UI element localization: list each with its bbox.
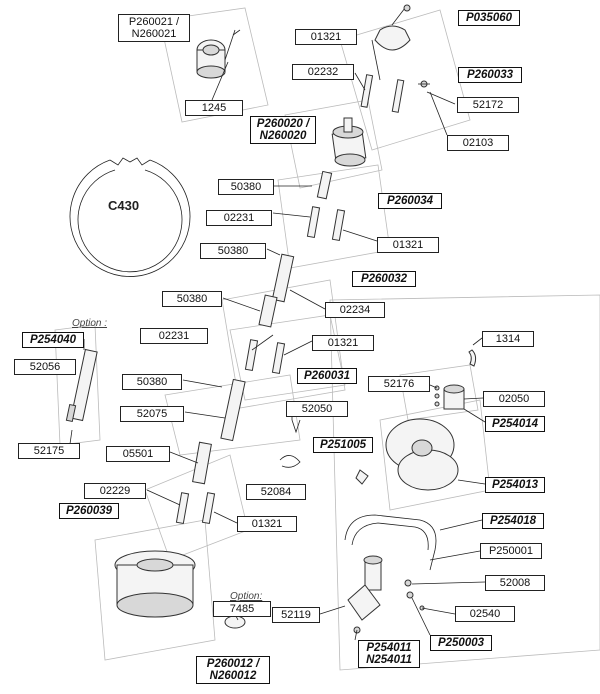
label-52008: 52008 [485, 575, 545, 591]
label-02229: 02229 [84, 483, 146, 499]
frame-p254040 [54, 324, 101, 446]
label-p260031: P260031 [297, 368, 357, 384]
label-p260012: P260012 / N260012 [196, 656, 270, 684]
label-01321-lower: 01321 [312, 335, 374, 351]
p260020-housing-part [331, 117, 367, 167]
label-52075: 52075 [120, 406, 184, 422]
label-p254018: P254018 [482, 513, 544, 529]
frame-p260020 [284, 99, 383, 189]
label-7485: 7485 [213, 601, 271, 617]
label-02231-top: 02231 [206, 210, 272, 226]
label-50380-1: 50380 [218, 179, 274, 195]
label-p250003: P250003 [430, 635, 492, 651]
label-01321-mid: 01321 [377, 237, 439, 253]
label-p254011: P254011 N254011 [358, 640, 420, 668]
p035060-cap-part [374, 4, 411, 51]
label-p250001: P250001 [480, 543, 542, 559]
p254014-collar-part [434, 384, 465, 410]
p254011-arm-part [347, 584, 381, 634]
label-50380-4: 50380 [122, 374, 182, 390]
label-p254013: P254013 [485, 477, 545, 493]
label-52084: 52084 [246, 484, 306, 500]
c430-clip-ring [69, 157, 191, 277]
p260012-reel-body-part [114, 550, 246, 629]
p260021-housing-part [196, 29, 241, 79]
label-1245: 1245 [185, 100, 243, 116]
label-01321-bottom: 01321 [237, 516, 297, 532]
frame-01321c [229, 314, 346, 401]
label-50380-3: 50380 [162, 291, 222, 307]
shaft-segments [175, 170, 346, 525]
label-50380-2: 50380 [200, 243, 266, 259]
label-52176: 52176 [368, 376, 430, 392]
label-52056: 52056 [14, 359, 76, 375]
label-05501: 05501 [106, 446, 170, 462]
p251005-spring-part [279, 419, 301, 468]
frame-p035060 [339, 9, 471, 151]
label-02540: 02540 [455, 606, 515, 622]
label-02234: 02234 [325, 302, 385, 318]
label-02232: 02232 [292, 64, 354, 80]
label-02103: 02103 [447, 135, 509, 151]
label-p260020: P260020 / N260020 [250, 116, 316, 144]
c430-label: C430 [108, 198, 140, 213]
option-label-bottom: Option: [230, 591, 263, 602]
label-p035060: P035060 [458, 10, 520, 26]
label-p260033: P260033 [458, 67, 522, 83]
label-52050: 52050 [286, 401, 348, 417]
p254013-drum-part [385, 418, 459, 491]
pins-top [360, 74, 430, 113]
label-02050: 02050 [483, 391, 545, 407]
label-p254040: P254040 [22, 332, 84, 348]
label-02231-lower: 02231 [140, 328, 208, 344]
frame-base-assembly [329, 294, 600, 671]
frame-p260012 [94, 519, 216, 661]
label-p260032: P260032 [352, 271, 416, 287]
p254018-bail-part [344, 514, 437, 591]
option-label-left: Option : [72, 318, 108, 329]
label-p260034: P260034 [378, 193, 442, 209]
label-p260021: P260021 / N260021 [118, 14, 190, 42]
label-p260039: P260039 [59, 503, 119, 519]
label-p251005: P251005 [313, 437, 373, 453]
label-52175: 52175 [18, 443, 80, 459]
label-p254014: P254014 [485, 416, 545, 432]
label-52172: 52172 [457, 97, 519, 113]
frame-p260021 [159, 7, 269, 123]
p254040-tube-part [65, 348, 98, 423]
label-52119: 52119 [272, 607, 320, 623]
label-01321-top: 01321 [295, 29, 357, 45]
frame-p254014 [399, 364, 479, 421]
clip-1314-part [468, 349, 477, 367]
label-1314: 1314 [482, 331, 534, 347]
frame-p260032 [221, 279, 346, 409]
frame-p260031 [164, 374, 301, 456]
